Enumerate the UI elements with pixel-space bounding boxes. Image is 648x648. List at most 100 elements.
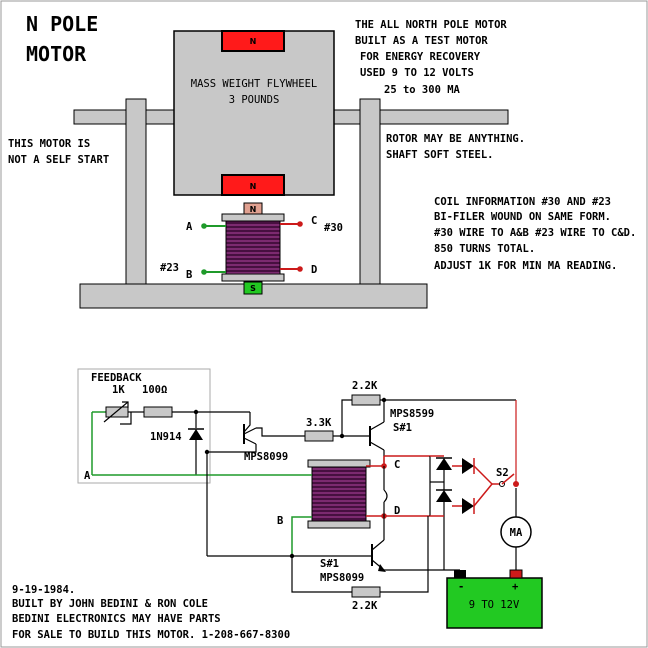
description-block: THE ALL NORTH POLE MOTOR BUILT AS A TEST… bbox=[355, 19, 507, 96]
coil-info-line: ADJUST 1K FOR MIN MA READING. bbox=[434, 260, 617, 272]
coil-flange-top bbox=[221, 213, 285, 222]
label-c: C bbox=[311, 215, 317, 227]
top-magnet bbox=[221, 30, 285, 52]
battery-minus: - bbox=[458, 581, 464, 593]
terminal-b-dot bbox=[201, 269, 207, 275]
sch-coil-winding bbox=[311, 466, 367, 522]
footer-line: FOR SALE TO BUILD THIS MOTOR. 1-208-667-… bbox=[12, 629, 290, 641]
wire bbox=[243, 412, 251, 433]
battery bbox=[446, 577, 543, 629]
label-b: B bbox=[186, 269, 192, 281]
top-magnet-label: N bbox=[250, 37, 257, 46]
desc-line: USED 9 TO 12 VOLTS bbox=[360, 67, 474, 79]
note-rotor: SHAFT SOFT STEEL. bbox=[386, 149, 493, 161]
wire-crossover bbox=[383, 489, 388, 503]
wire bbox=[341, 399, 352, 436]
footer-line: BEDINI ELECTRONICS MAY HAVE PARTS bbox=[12, 613, 221, 625]
resistor-3-3k bbox=[304, 430, 334, 442]
wire bbox=[120, 412, 132, 425]
q-bot-arrow bbox=[378, 564, 386, 572]
coil-info-line: COIL INFORMATION #30 AND #23 bbox=[434, 196, 611, 208]
battery-pos-terminal bbox=[509, 569, 523, 579]
footer-block: 9-19-1984. BUILT BY JOHN BEDINI & RON CO… bbox=[12, 584, 290, 641]
sch-label-b: B bbox=[277, 515, 283, 527]
q-top-type: MPS8599 bbox=[390, 408, 434, 420]
terminal-a-dot bbox=[201, 223, 207, 229]
left-post bbox=[125, 98, 147, 287]
flywheel-label-2: 3 POUNDS bbox=[229, 94, 280, 106]
s2-label: S2 bbox=[496, 467, 509, 479]
diode bbox=[462, 458, 474, 474]
wire bbox=[207, 444, 257, 453]
wire bbox=[291, 556, 352, 593]
desc-line: FOR ENERGY RECOVERY bbox=[360, 51, 481, 63]
pot-1k bbox=[105, 406, 129, 418]
diode bbox=[436, 458, 452, 470]
footer-line: 9-19-1984. bbox=[12, 584, 75, 596]
q-driver-emitter bbox=[243, 437, 257, 445]
desc-line: BUILT AS A TEST MOTOR bbox=[355, 35, 488, 47]
flywheel bbox=[173, 30, 335, 196]
battery-neg-terminal bbox=[454, 570, 466, 578]
wire bbox=[380, 516, 429, 593]
diode-label: 1N914 bbox=[150, 431, 182, 443]
q-bot-type: MPS8099 bbox=[320, 572, 364, 584]
desc-line: 25 to 300 MA bbox=[384, 84, 461, 96]
bridge-rectifier bbox=[429, 455, 500, 570]
coil-info-line: 850 TURNS TOTAL. bbox=[434, 243, 535, 255]
coil-bottom-pole: S bbox=[250, 284, 256, 293]
note-self-start: NOT A SELF START bbox=[8, 154, 109, 166]
label-wire30: #30 bbox=[324, 222, 343, 234]
r22k-bot-label: 2.2K bbox=[352, 600, 378, 612]
r100-label: 100Ω bbox=[142, 384, 167, 396]
q-driver-label: MPS8099 bbox=[244, 451, 288, 463]
footer-line: BUILT BY JOHN BEDINI & RON COLE bbox=[12, 598, 208, 610]
title-line1: N POLE bbox=[26, 12, 98, 36]
sch-label-d: D bbox=[394, 505, 400, 517]
resistor-2-2k-bottom bbox=[351, 586, 381, 598]
sch-coil-flange-top bbox=[307, 459, 371, 468]
desc-line: THE ALL NORTH POLE MOTOR bbox=[355, 19, 507, 31]
q-top-emitter bbox=[369, 421, 385, 431]
s2-lever[interactable] bbox=[501, 473, 515, 485]
sch-coil-flange-bottom bbox=[307, 520, 371, 529]
coil-info-line: #30 WIRE TO A&B #23 WIRE TO C&D. bbox=[434, 227, 636, 239]
flywheel-label-1: MASS WEIGHT FLYWHEEL bbox=[191, 78, 317, 90]
q-bot-name: S#1 bbox=[320, 558, 339, 570]
sch-label-c: C bbox=[394, 459, 400, 471]
q-top-name: S#1 bbox=[393, 422, 412, 434]
feedback-label: FEEDBACK bbox=[91, 372, 142, 384]
pot-arrow bbox=[103, 401, 129, 423]
coil-info-line: BI-FILER WOUND ON SAME FORM. bbox=[434, 211, 611, 223]
r22k-top-label: 2.2K bbox=[352, 380, 378, 392]
label-wire23: #23 bbox=[160, 262, 179, 274]
coil-flange-bottom bbox=[221, 273, 285, 282]
pot-label: 1K bbox=[112, 384, 125, 396]
bottom-magnet-label: N bbox=[250, 182, 257, 191]
feedback-box bbox=[77, 368, 211, 484]
bottom-magnet bbox=[221, 174, 285, 196]
coil-winding bbox=[225, 220, 281, 275]
q-bot-collector bbox=[371, 539, 385, 551]
resistor-2-2k-top bbox=[351, 394, 381, 406]
label-d: D bbox=[311, 264, 317, 276]
note-self-start: THIS MOTOR IS bbox=[8, 138, 90, 150]
diode bbox=[462, 498, 474, 514]
wire bbox=[256, 427, 305, 437]
r33k-label: 3.3K bbox=[306, 417, 332, 429]
battery-plus: + bbox=[512, 581, 518, 593]
note-rotor: ROTOR MAY BE ANYTHING. bbox=[386, 133, 525, 145]
q-top-collector bbox=[369, 441, 385, 451]
terminal-d-dot bbox=[297, 266, 303, 272]
label-a: A bbox=[186, 221, 193, 233]
coil-bottom-cap bbox=[243, 281, 263, 295]
coil-info-block: COIL INFORMATION #30 AND #23 BI-FILER WO… bbox=[434, 196, 636, 272]
diode-1n914 bbox=[189, 429, 203, 440]
coil-top-pole: N bbox=[250, 205, 257, 214]
right-post bbox=[359, 98, 381, 287]
title-line2: MOTOR bbox=[26, 42, 87, 66]
wire-b bbox=[291, 516, 312, 556]
sch-label-a: A bbox=[84, 470, 91, 482]
